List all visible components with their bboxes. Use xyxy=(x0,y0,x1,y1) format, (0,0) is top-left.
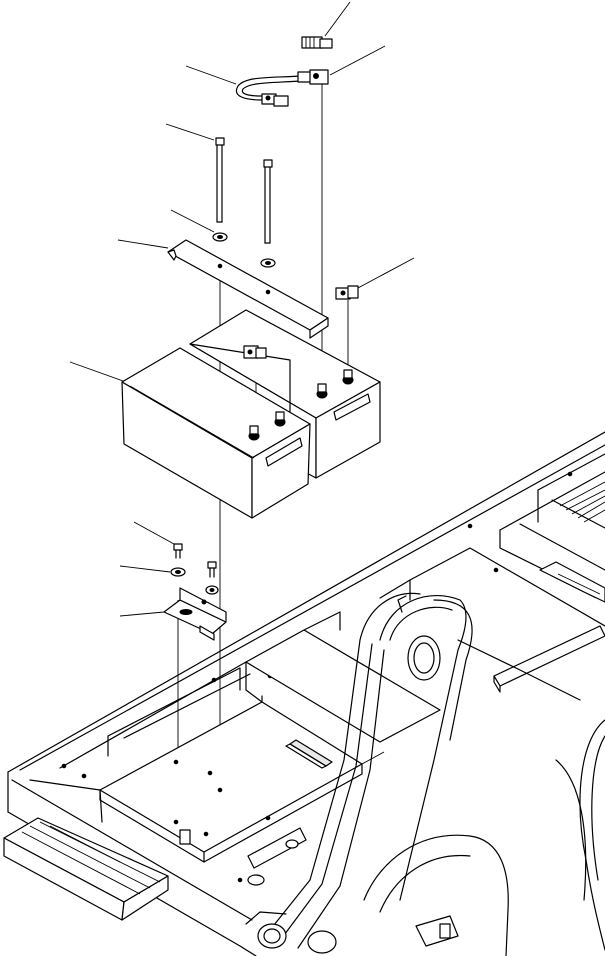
leader-washer-upper xyxy=(170,209,215,233)
leader-lines xyxy=(69,1,415,617)
leader-bolt-small xyxy=(133,521,175,545)
leader-cable-end xyxy=(329,45,386,76)
leader-long-bolt xyxy=(165,123,215,141)
machine-frame xyxy=(3,431,605,956)
battery-clamp-part xyxy=(243,345,267,359)
leader-terminal-connector xyxy=(324,1,351,37)
terminal-clamp-part xyxy=(335,285,359,300)
leader-hold-down-bracket xyxy=(117,239,169,249)
leader-terminal-clamp xyxy=(357,257,415,289)
hold-down-bracket-part xyxy=(167,239,329,339)
leader-angle-bracket xyxy=(119,611,165,617)
leader-battery xyxy=(69,361,127,383)
jumper-cable-part xyxy=(235,69,329,107)
angle-bracket-part xyxy=(163,587,227,641)
battery-front xyxy=(121,347,311,519)
washer-upper-parts xyxy=(212,232,276,268)
leader-jumper-cable xyxy=(185,65,237,85)
small-fastener-parts xyxy=(170,543,219,595)
leader-washer-lower xyxy=(119,565,171,573)
long-bolt-parts xyxy=(215,137,273,244)
battery-rear xyxy=(189,309,381,479)
terminal-connector-part xyxy=(301,36,333,49)
